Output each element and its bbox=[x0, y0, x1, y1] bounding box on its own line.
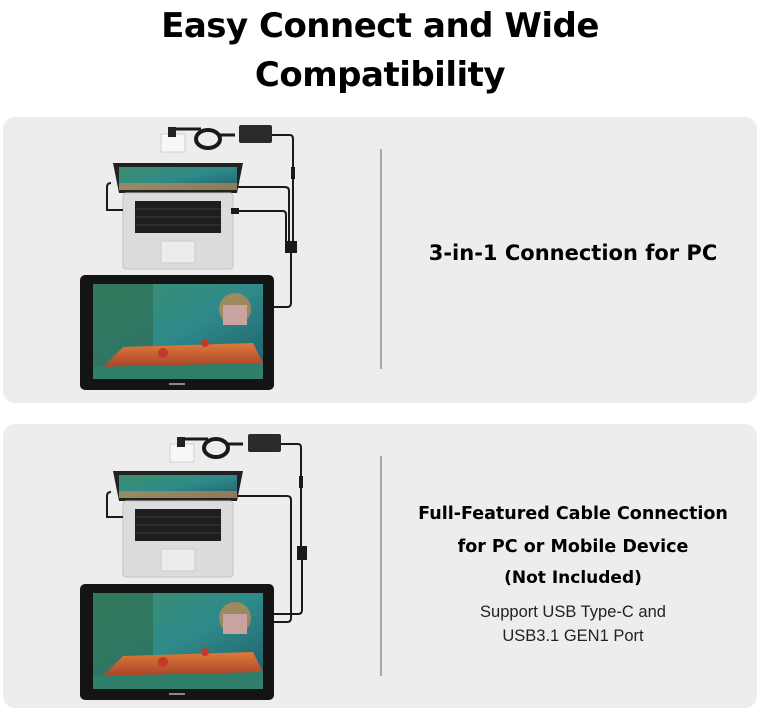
panel-3in1-connection: 3-in-1 Connection for PC bbox=[3, 117, 757, 403]
power-adapter-icon bbox=[239, 125, 272, 143]
laptop-icon bbox=[113, 471, 243, 578]
panel-2-heading-line-1: Full-Featured Cable Connection bbox=[418, 504, 728, 524]
panel-2-heading-line-2: for PC or Mobile Device bbox=[457, 537, 689, 557]
laptop-icon bbox=[113, 163, 243, 270]
panel-1-text: 3-in-1 Connection for PC bbox=[388, 241, 758, 265]
connection-diagram-3in1 bbox=[80, 125, 297, 390]
panel-2-desc-line-1: Support USB Type-C and bbox=[480, 603, 666, 621]
title-line-2: Compatibility bbox=[254, 55, 506, 95]
panel-1-heading: 3-in-1 Connection for PC bbox=[428, 241, 718, 265]
pen-display-icon bbox=[80, 275, 274, 390]
section-divider bbox=[380, 456, 382, 676]
section-divider bbox=[380, 149, 382, 369]
power-adapter-icon bbox=[248, 434, 281, 452]
wall-outlet-icon bbox=[160, 127, 186, 153]
page-title: Easy Connect and Wide Compatibility bbox=[0, 2, 760, 100]
panel-full-featured-connection: Full-Featured Cable Connection for PC or… bbox=[3, 424, 757, 708]
title-line-1: Easy Connect and Wide bbox=[161, 6, 599, 46]
panel-2-heading-line-3: (Not Included) bbox=[504, 568, 642, 588]
connection-diagram-usbc bbox=[80, 434, 307, 700]
wall-outlet-icon bbox=[169, 437, 195, 463]
pen-display-icon bbox=[80, 584, 274, 700]
panel-2-desc-line-2: USB3.1 GEN1 Port bbox=[502, 627, 644, 645]
panel-2-description: Support USB Type-C and USB3.1 GEN1 Port bbox=[388, 600, 758, 648]
panel-2-text: Full-Featured Cable Connection for PC or… bbox=[388, 498, 758, 648]
